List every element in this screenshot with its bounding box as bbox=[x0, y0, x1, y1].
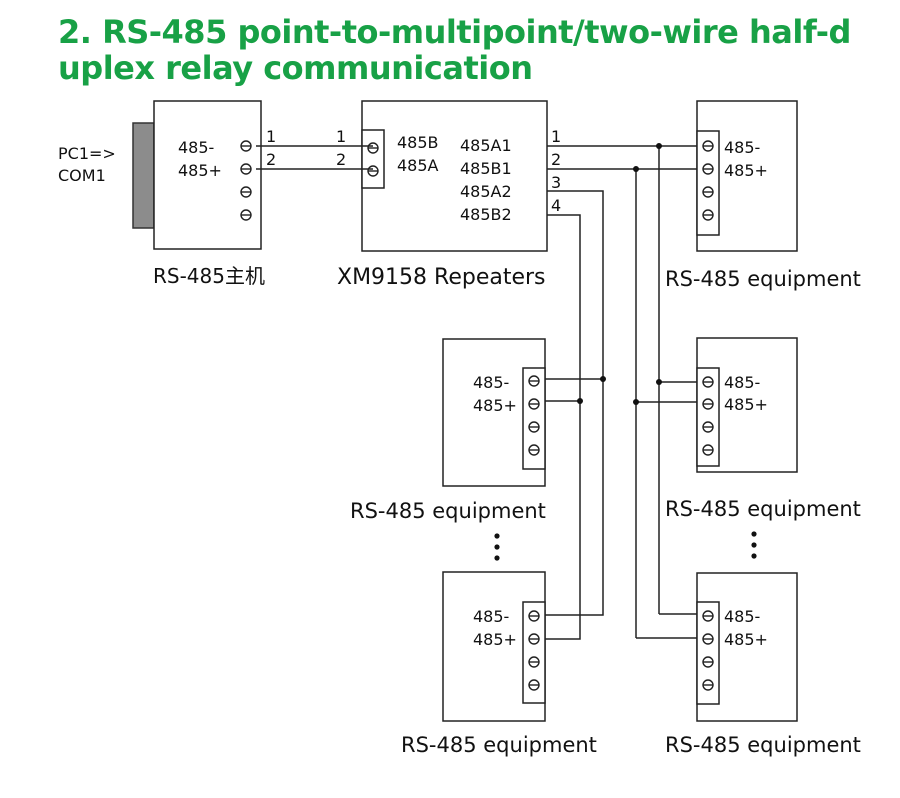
wire-number-2: 2 bbox=[551, 150, 561, 169]
repeater-port-a-label: 485A bbox=[397, 156, 439, 175]
equipment-terminal-plus-label: 485+ bbox=[473, 630, 517, 649]
equipment-terminal-minus-label: 485- bbox=[724, 138, 760, 157]
wire-number-1: 1 bbox=[266, 127, 276, 146]
equipment-terminal-minus-label: 485- bbox=[473, 607, 509, 626]
bus-junction-dots bbox=[577, 143, 662, 405]
equipment-caption: RS-485 equipment bbox=[665, 733, 861, 757]
wire-number-4: 4 bbox=[551, 196, 561, 215]
equipment-terminal-minus-label: 485- bbox=[473, 373, 509, 392]
wire-number-1: 1 bbox=[336, 127, 346, 146]
host-box bbox=[153, 100, 262, 250]
title-line-2: uplex relay communication bbox=[58, 49, 533, 87]
equipment-terminal-minus-label: 485- bbox=[724, 607, 760, 626]
equipment-caption: RS-485 equipment bbox=[350, 499, 546, 523]
host-serial-connector bbox=[132, 122, 155, 229]
host-terminal-minus-label: 485- bbox=[178, 138, 214, 157]
wire-number-3: 3 bbox=[551, 173, 561, 192]
bus-wires bbox=[534, 145, 708, 640]
host-repeater-wires bbox=[256, 145, 373, 170]
equipment-unit-right-middle: 485- 485+ bbox=[696, 337, 798, 473]
repeater-port-a1-label: 485A1 bbox=[460, 136, 512, 155]
equipment-terminal-minus-label: 485- bbox=[724, 373, 760, 392]
wire-number-2: 2 bbox=[336, 150, 346, 169]
continuation-dots bbox=[494, 533, 500, 561]
equipment-unit-middle-top: 485- 485+ bbox=[442, 338, 546, 487]
wire-number-2: 2 bbox=[266, 150, 276, 169]
page-title: 2. RS-485 point-to-multipoint/two-wire h… bbox=[58, 14, 858, 86]
equipment-terminal-plus-label: 485+ bbox=[724, 161, 768, 180]
repeater-caption: XM9158 Repeaters bbox=[337, 265, 546, 290]
equipment-unit-right-bottom: 485- 485+ bbox=[696, 572, 798, 722]
equipment-terminal-plus-label: 485+ bbox=[724, 630, 768, 649]
host-com-label: COM1 bbox=[58, 166, 106, 185]
equipment-caption: RS-485 equipment bbox=[401, 733, 597, 757]
repeater-box bbox=[361, 100, 548, 252]
equipment-caption: RS-485 equipment bbox=[665, 497, 861, 521]
repeater-port-b1-label: 485B1 bbox=[460, 159, 512, 178]
equipment-terminal-plus-label: 485+ bbox=[724, 395, 768, 414]
equipment-unit-right-top: 485- 485+ bbox=[696, 100, 798, 252]
equipment-caption: RS-485 equipment bbox=[665, 267, 861, 291]
host-pc-label: PC1=> bbox=[58, 144, 116, 163]
repeater-port-b2-label: 485B2 bbox=[460, 205, 512, 224]
continuation-dots bbox=[751, 531, 757, 559]
title-line-1: 2. RS-485 point-to-multipoint/two-wire h… bbox=[58, 13, 851, 51]
equipment-terminal-plus-label: 485+ bbox=[473, 396, 517, 415]
repeater-port-a2-label: 485A2 bbox=[460, 182, 512, 201]
wire-number-1: 1 bbox=[551, 127, 561, 146]
host-caption: RS-485主机 bbox=[153, 264, 265, 288]
host-terminal-plus-label: 485+ bbox=[178, 161, 222, 180]
repeater-terminal-block bbox=[361, 129, 385, 189]
equipment-unit-middle-bottom: 485- 485+ bbox=[442, 571, 546, 722]
repeater-port-b-label: 485B bbox=[397, 133, 439, 152]
